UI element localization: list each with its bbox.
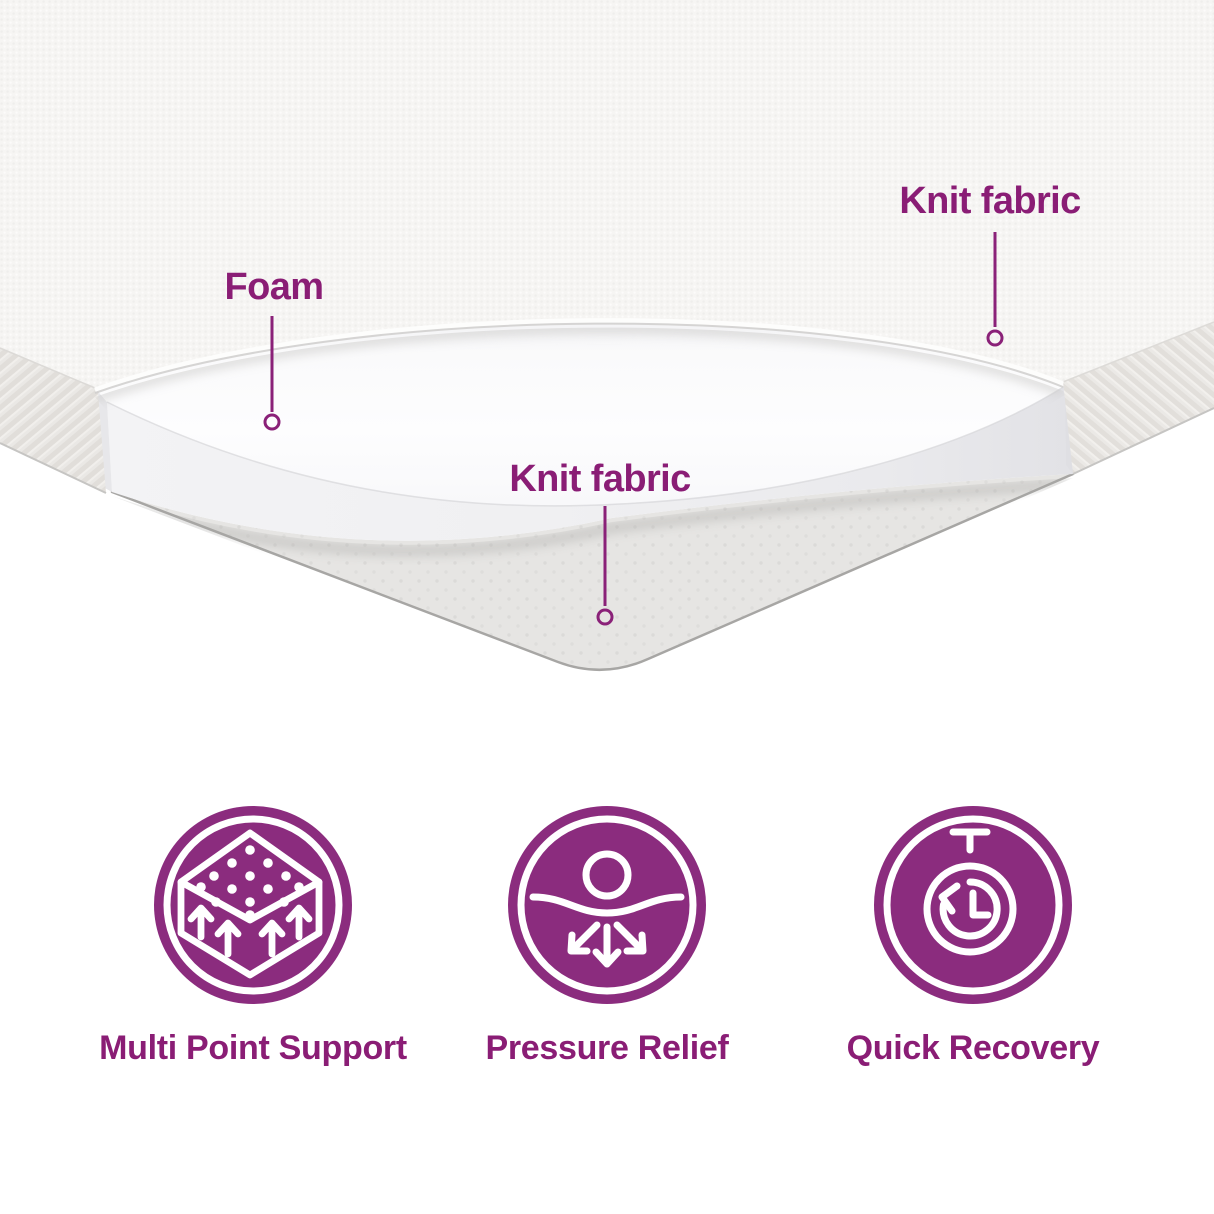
callout-knit-fabric-bottom-leader-line <box>603 506 607 606</box>
feature-multi-point-support-label: Multi Point Support <box>99 1029 407 1067</box>
badge-disc <box>508 806 706 1004</box>
callout-knit-fabric-top-dot <box>986 329 1004 347</box>
left-side-silhouette <box>0 442 107 494</box>
callout-knit-fabric-bottom-label: Knit fabric <box>509 458 691 500</box>
right-fold-line <box>1062 321 1214 383</box>
body-sink-glyph <box>529 850 685 968</box>
mattress-cutaway-illustration <box>0 0 1214 671</box>
foam-face-crease <box>106 385 1066 507</box>
foam-dots <box>196 845 304 920</box>
feature-multi-point-support: Multi Point Support <box>83 805 423 1065</box>
callout-knit-fabric-top-label: Knit fabric <box>899 180 1081 222</box>
callout-foam-dot <box>263 413 281 431</box>
quick-recovery-icon <box>874 806 1072 1004</box>
badge-ring <box>517 815 697 995</box>
bottom-fabric-layer <box>112 474 1073 670</box>
mattress-right-side <box>1063 322 1214 474</box>
callout-knit-fabric-top-leader-line <box>993 232 997 327</box>
feature-quick-recovery: Quick Recovery <box>803 805 1143 1065</box>
multi-point-support-icon <box>154 806 352 1004</box>
fabric-cut-shadow <box>95 327 1065 403</box>
feature-pressure-relief-label: Pressure Relief <box>485 1029 729 1067</box>
right-side-silhouette <box>1072 407 1214 475</box>
left-fold-line <box>0 347 96 389</box>
foam-front-face <box>107 386 1073 541</box>
feature-pressure-relief: Pressure Relief <box>437 805 777 1065</box>
fabric-cut-thickness <box>94 318 1064 393</box>
callout-foam-label: Foam <box>224 266 325 308</box>
foam-box-glyph <box>177 829 323 979</box>
fabric-cut-edge-line <box>94 322 1064 394</box>
stopwatch-glyph <box>923 828 1017 956</box>
mattress-left-side <box>0 348 106 493</box>
callout-foam-leader-line <box>270 316 274 412</box>
foam-drop-shadow <box>112 479 1073 556</box>
top-fabric-surface <box>0 0 1214 388</box>
badge-ring <box>883 815 1063 995</box>
callout-knit-fabric-bottom-dot <box>596 608 614 626</box>
pressure-relief-icon <box>508 806 706 1004</box>
badge-ring <box>163 815 343 995</box>
feature-quick-recovery-label: Quick Recovery <box>846 1029 1100 1067</box>
foam-layer-top <box>95 318 1065 506</box>
bottom-fabric-edge <box>110 472 1075 671</box>
